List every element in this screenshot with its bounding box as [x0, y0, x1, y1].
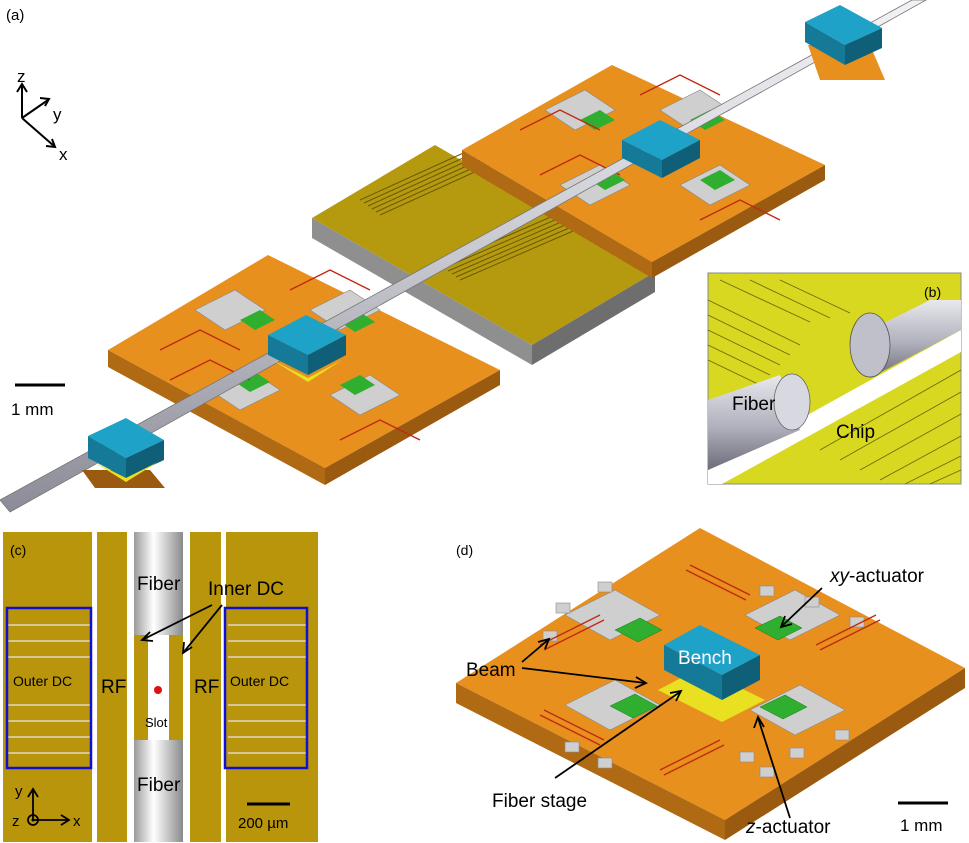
bench-center-right	[622, 120, 700, 178]
bench-far-left	[82, 418, 165, 488]
axis-y-label: y	[53, 105, 62, 124]
rf-left-label: RF	[101, 677, 126, 698]
axis-c-x: x	[73, 813, 81, 830]
inset-chip-label: Chip	[836, 422, 875, 443]
axis-c-z: z	[12, 813, 20, 830]
panel-b-tag: (b)	[924, 284, 941, 300]
slot-label: Slot	[145, 715, 168, 730]
fiber-inset-right	[849, 300, 961, 378]
fiber-long	[0, 0, 927, 513]
rf-right-label: RF	[194, 677, 219, 698]
inner-dc-label: Inner DC	[208, 579, 284, 600]
axis-triad	[16, 82, 57, 149]
panel-a: (a) z y x	[0, 0, 927, 513]
fiber-bottom-label: Fiber	[137, 775, 181, 796]
fiber-top-label: Fiber	[137, 574, 181, 595]
outer-dc-right-outline	[223, 606, 309, 770]
inset-fiber-label: Fiber	[732, 394, 776, 415]
z-actuator-label: z-actuator	[745, 817, 831, 838]
panel-d: (d)	[456, 528, 965, 840]
fiber-top	[134, 532, 183, 635]
panel-a-tag: (a)	[6, 7, 24, 24]
axis-c-y: y	[15, 783, 23, 800]
scale-label-d: 1 mm	[900, 816, 943, 835]
outer-dc-right-label: Outer DC	[230, 673, 289, 689]
panel-d-tag: (d)	[456, 542, 473, 558]
fiber-stage-label: Fiber stage	[492, 791, 587, 812]
axis-z-label: z	[17, 67, 26, 86]
fiber-bottom	[134, 740, 183, 842]
xy-actuator-label: xy-actuator	[829, 566, 925, 587]
panel-c-tag: (c)	[10, 542, 26, 558]
scale-label-c: 200 µm	[238, 815, 288, 832]
panel-b: (b) Fiber Chip	[707, 272, 962, 485]
fiber-inset-left	[708, 373, 811, 470]
axis-triad-c	[27, 787, 71, 826]
outer-dc-left-outline	[5, 606, 93, 770]
axis-x-label: x	[59, 145, 68, 164]
beam-label: Beam	[466, 660, 516, 681]
annotation-arrows-d	[521, 587, 823, 819]
outer-dc-left-label: Outer DC	[13, 673, 72, 689]
bench-label: Bench	[678, 648, 732, 669]
trap-point	[154, 686, 162, 694]
scale-label-a: 1 mm	[11, 400, 54, 419]
bench-center-left	[268, 315, 346, 382]
panel-c: (c) Fiber Fiber Inner DC Outer DC Outer …	[3, 532, 318, 842]
bench-d	[658, 625, 765, 722]
bench-far-right	[805, 5, 885, 80]
